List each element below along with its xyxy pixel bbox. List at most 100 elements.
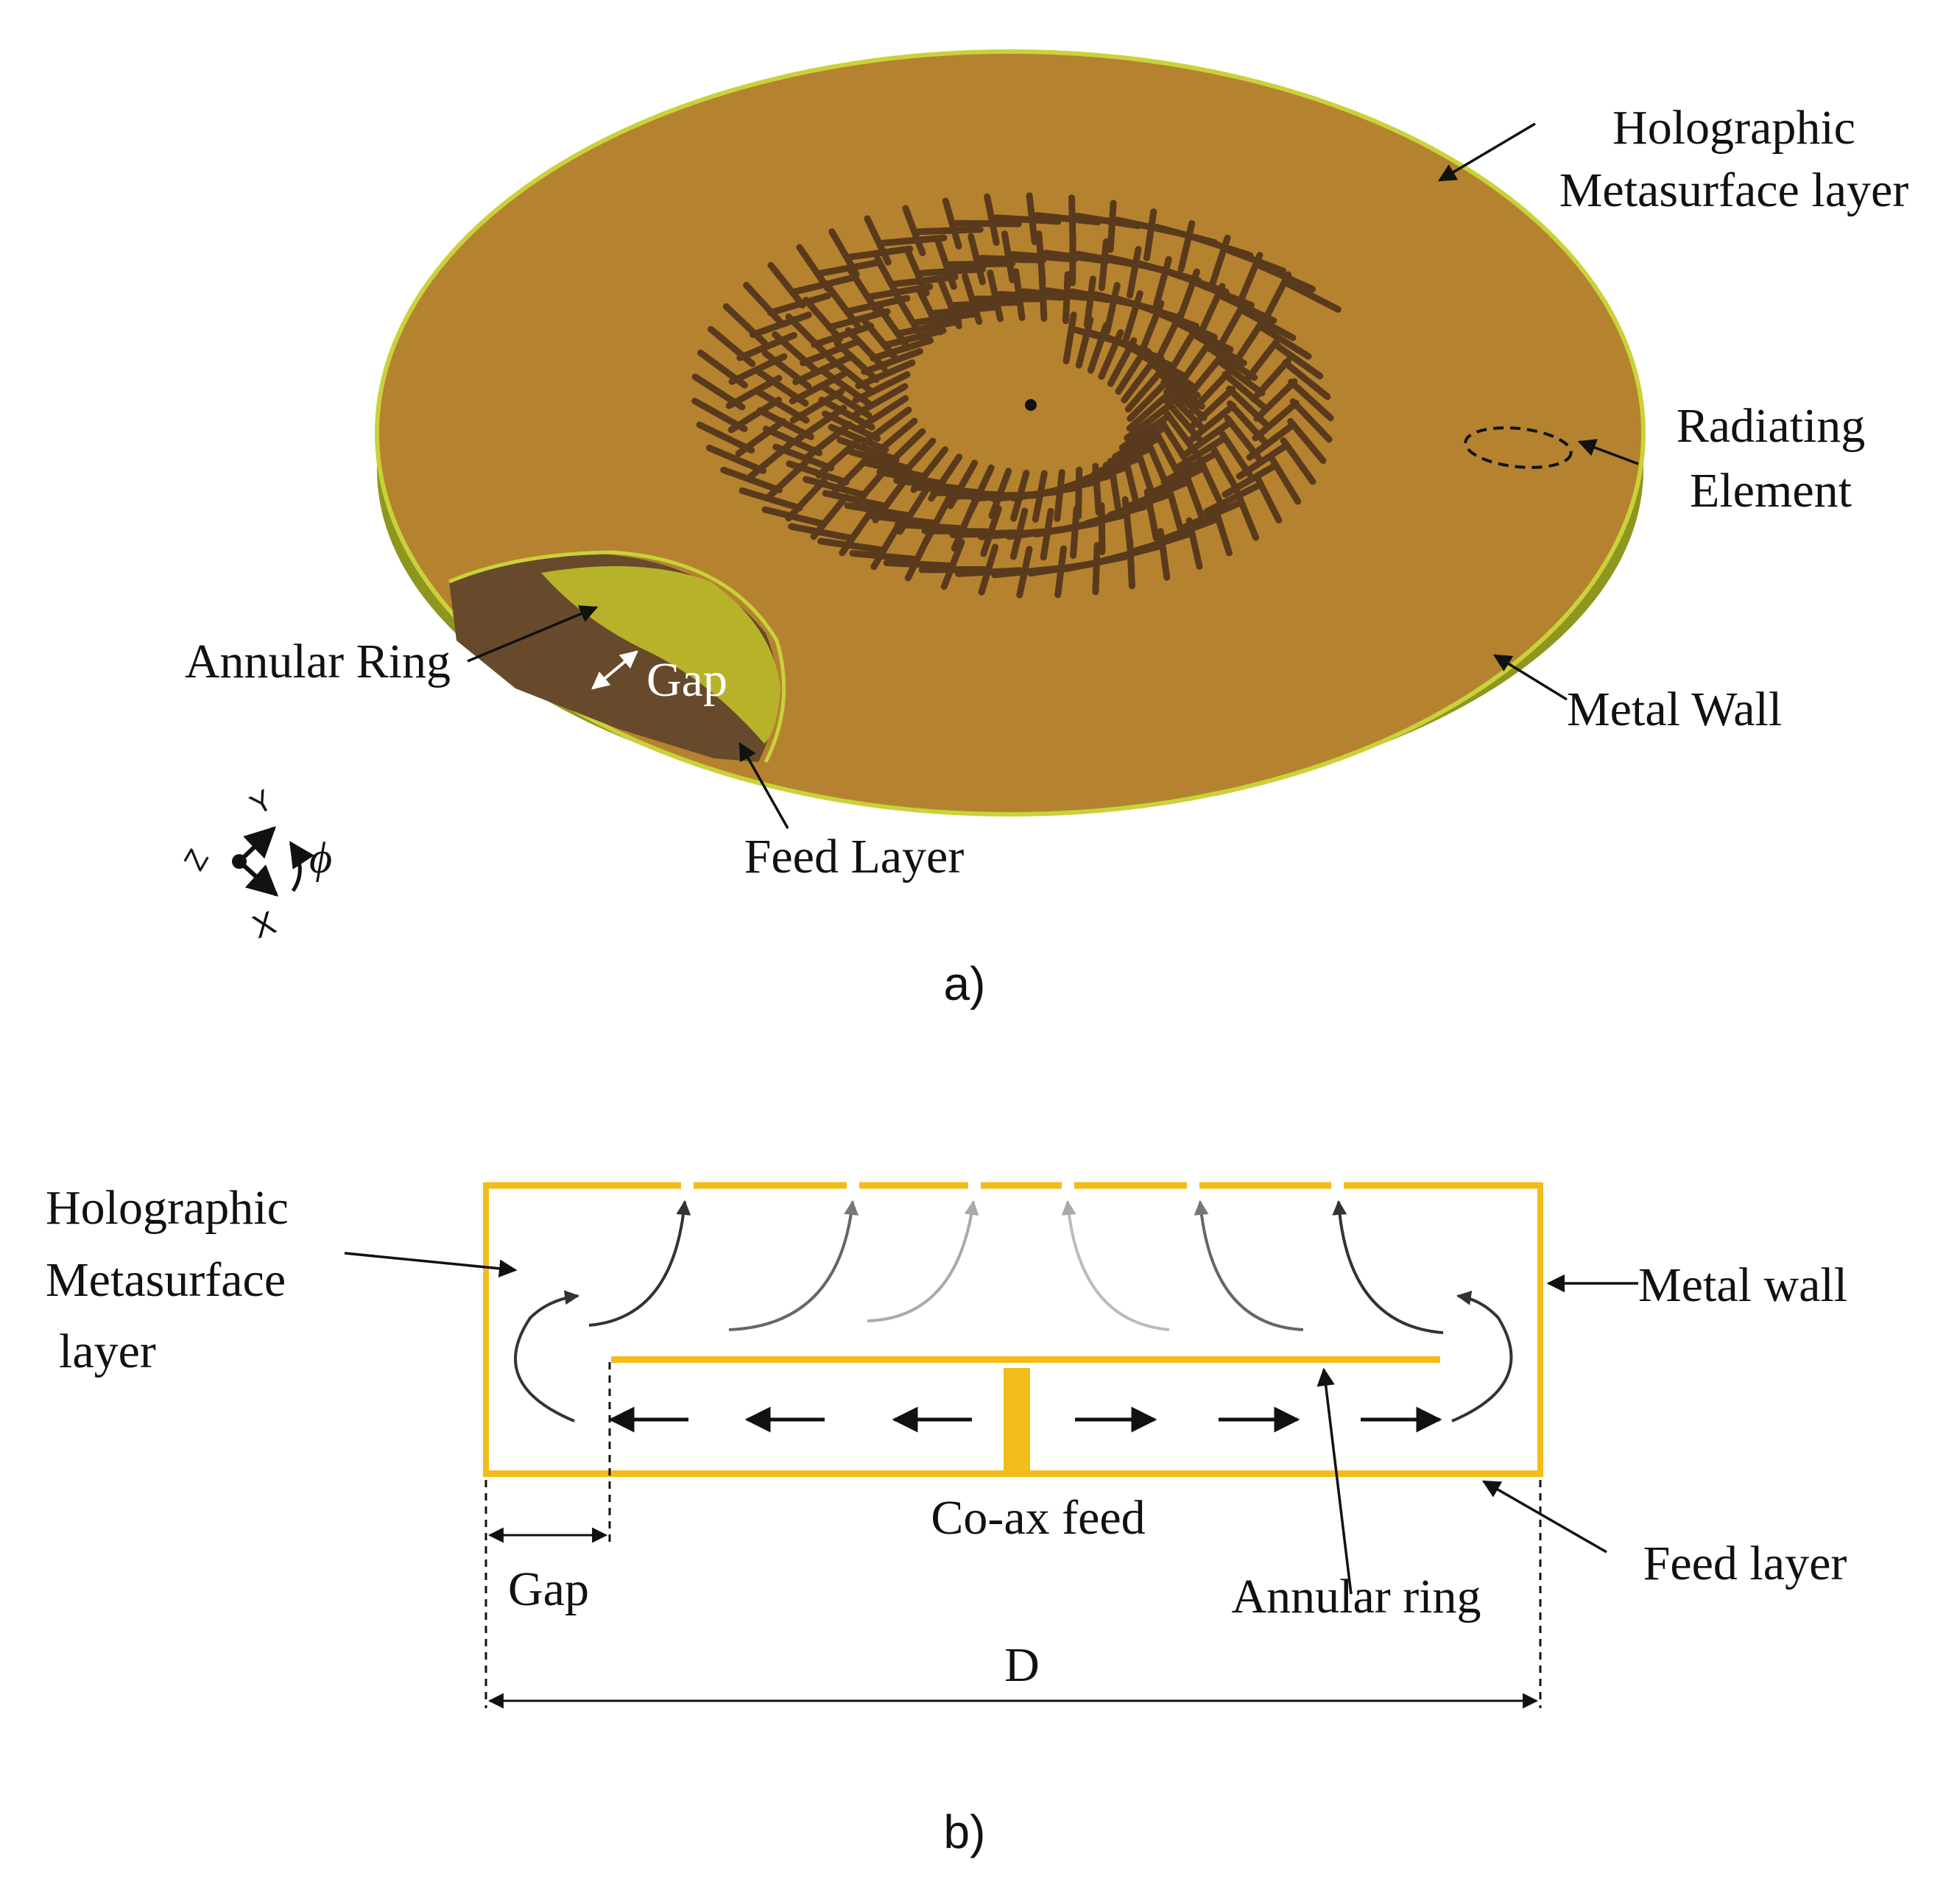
radiating-element-bar — [931, 303, 999, 317]
radiating-element-bar — [903, 245, 930, 297]
wrap-arrow-right — [1451, 1290, 1513, 1423]
radiating-element-bar — [861, 459, 927, 480]
radiating-element-bar — [1032, 470, 1048, 523]
radiating-element-bar — [1269, 456, 1302, 505]
radiating-element-bar — [1070, 506, 1080, 560]
radiating-element-bar — [855, 359, 916, 389]
radiating-element-bar — [1146, 465, 1205, 498]
radiating-element-bar — [727, 396, 782, 434]
radiating-elements — [691, 192, 1342, 599]
radiating-element-bar — [881, 428, 926, 472]
radiating-element-bar — [792, 354, 853, 385]
radiating-element-bar — [1153, 255, 1172, 309]
radiating-element-bar — [984, 193, 1000, 246]
radiating-element-bar — [1218, 429, 1253, 478]
radiating-element-bar — [1289, 398, 1333, 443]
radiating-element-bar — [1098, 329, 1124, 380]
radiating-element-bar — [1282, 359, 1331, 401]
label-feed-layer-a: Feed Layer — [744, 830, 965, 884]
radiating-element-bar — [934, 238, 957, 290]
radiating-element-bar — [855, 395, 909, 432]
radiating-element-bar — [1164, 479, 1184, 532]
radiating-element-bar — [1107, 457, 1121, 511]
radiating-element-bar — [839, 508, 875, 557]
radiating-element-bar — [1040, 507, 1054, 561]
radiating-element-bar — [1190, 386, 1236, 429]
radiating-element-bar — [942, 197, 962, 250]
radiating-element-bar — [910, 446, 949, 493]
radiating-element-bar — [894, 521, 963, 532]
radiating-element-bar — [1185, 353, 1224, 400]
radiating-element-bar — [1288, 378, 1334, 422]
radiating-element-bar — [1087, 322, 1110, 374]
radiating-element-bar — [1204, 344, 1258, 381]
radiating-element-bar — [1157, 528, 1171, 581]
radiating-element-bar — [1252, 400, 1300, 442]
radiating-element-bar — [1092, 462, 1102, 516]
radiating-element-bar — [725, 375, 783, 409]
radiating-element-bar — [895, 318, 962, 337]
coordinate-axes: Y Z X ϕ — [178, 783, 332, 945]
radiating-element-bar — [861, 406, 912, 446]
radiating-element-bar — [937, 278, 962, 330]
radiating-element-bar — [828, 228, 860, 278]
radiating-element-bar — [1127, 378, 1171, 422]
radiating-element-bar — [940, 538, 965, 591]
radiating-element-bar — [876, 468, 944, 487]
radiating-element-bar — [1012, 268, 1026, 321]
radiating-element-bar — [967, 233, 986, 286]
label-holographic-a-2: Metasurface layer — [1559, 163, 1909, 217]
radiating-element-bar — [720, 466, 783, 494]
annular-ring-cutaway — [541, 565, 780, 744]
radiating-element-bar — [743, 281, 785, 327]
radiating-element-bar — [1062, 271, 1071, 325]
label-gap-b: Gap — [508, 1562, 589, 1616]
radiating-element-bar — [1235, 442, 1289, 480]
caption-b: b) — [944, 1805, 986, 1858]
radiating-element-bar — [815, 258, 883, 278]
radiating-element-bar — [1143, 488, 1160, 541]
radiating-element-bar — [904, 531, 933, 582]
radiating-element-bar — [850, 464, 891, 510]
radiating-element-bar — [1182, 419, 1234, 458]
radiating-element-bar — [852, 383, 909, 418]
leader-annular-b — [1316, 1367, 1353, 1595]
radiating-element-bar — [962, 272, 983, 325]
radiating-element-bar — [987, 269, 1004, 322]
radiating-element-bar — [1238, 252, 1263, 303]
radiating-element-bar — [914, 226, 984, 236]
radiating-element-bar — [1287, 417, 1327, 465]
label-holographic-b-2: Metasurface — [46, 1253, 286, 1307]
radiating-element-bar — [1222, 462, 1278, 498]
radiating-element-bar — [1177, 268, 1200, 320]
radiating-element-bar — [912, 310, 979, 326]
radiating-element-bar — [845, 245, 914, 261]
radiating-element-bar — [1104, 282, 1121, 335]
label-annular-ring-b: Annular ring — [1231, 1570, 1481, 1624]
radiating-element-bar — [1211, 504, 1233, 557]
radiating-element-bar — [796, 244, 831, 292]
radiating-element-bar — [870, 521, 903, 571]
radiating-element-bar — [1016, 546, 1033, 599]
leader-holographic-b — [344, 1252, 518, 1278]
radiating-element-bar — [823, 281, 861, 328]
radiation-leak-arrows — [588, 1200, 1444, 1334]
radiating-element-bar — [1126, 536, 1135, 590]
axis-z-label: Z — [178, 844, 215, 875]
radiating-element-bar — [1160, 378, 1208, 421]
radiating-element-bar — [764, 458, 810, 501]
radiating-element-bar — [978, 543, 999, 596]
radiating-element-bar — [951, 501, 977, 552]
label-coax-feed: Co-ax feed — [931, 1491, 1145, 1545]
radiating-element-bar — [1143, 208, 1157, 261]
radiating-element-bar — [895, 437, 937, 483]
radiating-element-bar — [1226, 385, 1271, 429]
radiating-element-bar — [1121, 451, 1139, 504]
radiating-element-bar — [1001, 230, 1016, 283]
wrap-arrow-left — [514, 1290, 579, 1423]
radiating-element-bar — [800, 338, 861, 367]
radiating-element-bar — [1246, 421, 1297, 461]
radiating-element-bar — [1140, 300, 1165, 351]
radiating-element-bar — [947, 459, 979, 510]
